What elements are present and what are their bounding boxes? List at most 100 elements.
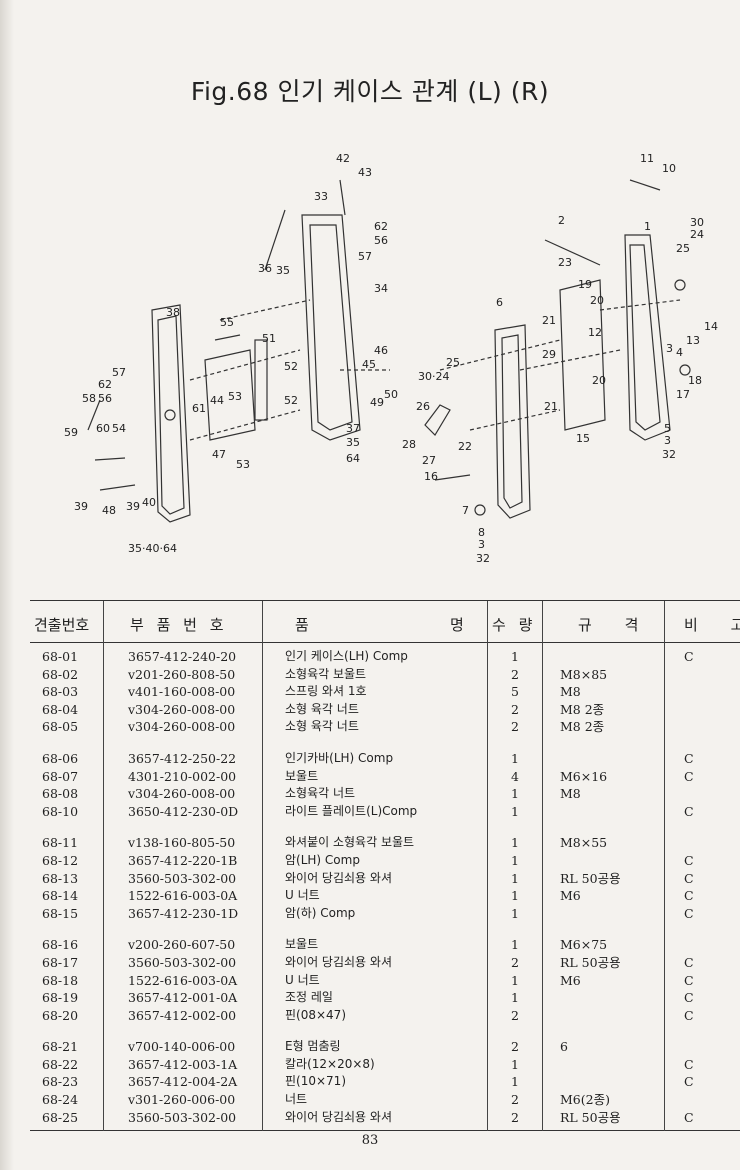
svg-text:53: 53 <box>228 390 242 403</box>
svg-text:47: 47 <box>212 448 226 461</box>
svg-text:26: 26 <box>416 400 430 413</box>
cell-no: 68-17 <box>42 954 79 970</box>
svg-text:4: 4 <box>676 346 683 359</box>
cell-spec: M6 <box>560 888 581 904</box>
cell-part-number: 3657-412-003-1A <box>128 1056 238 1072</box>
svg-text:52: 52 <box>284 360 298 373</box>
svg-text:40: 40 <box>142 496 156 509</box>
cell-spec: M8 <box>560 786 581 802</box>
cell-no: 68-12 <box>42 852 79 868</box>
svg-text:25: 25 <box>446 356 460 369</box>
cell-note: C <box>684 972 694 988</box>
svg-text:27: 27 <box>422 454 436 467</box>
header-name: 품 <box>295 616 309 634</box>
cell-quantity: 2 <box>511 1007 519 1023</box>
svg-text:57: 57 <box>112 366 126 379</box>
cell-part-number: 3657-412-004-2A <box>128 1074 238 1090</box>
cell-part-number: 3650-412-230-0D <box>128 803 239 819</box>
cell-part-name: U 너트 <box>285 972 320 987</box>
cell-part-name: 보울트 <box>285 937 319 952</box>
cell-no: 68-05 <box>42 719 79 735</box>
svg-text:35: 35 <box>276 264 290 277</box>
cell-part-name: 암(하) Comp <box>285 905 356 920</box>
svg-text:25: 25 <box>676 242 690 255</box>
svg-text:44: 44 <box>210 394 224 407</box>
svg-text:2: 2 <box>558 214 565 227</box>
svg-text:49: 49 <box>370 396 384 409</box>
cell-spec: M6 <box>560 972 581 988</box>
cell-spec: M8 <box>560 684 581 700</box>
svg-text:19: 19 <box>578 278 592 291</box>
cell-part-number: v301-260-006-00 <box>128 1092 236 1108</box>
svg-text:3: 3 <box>666 342 673 355</box>
header-part: 부 품 번 호 <box>130 616 228 634</box>
cell-no: 68-13 <box>42 870 79 886</box>
cell-part-name: 라이트 플레이트(L)Comp <box>285 803 418 818</box>
svg-text:46: 46 <box>374 344 388 357</box>
svg-text:28: 28 <box>402 438 416 451</box>
cell-quantity: 1 <box>511 750 519 766</box>
cell-spec: M6×75 <box>560 937 608 953</box>
cell-spec: RL 50공용 <box>560 1109 621 1125</box>
cell-note: C <box>684 803 694 819</box>
table-header: 견출번호 부 품 번 호 품 명 수 량 규 격 비 고 <box>30 603 740 643</box>
svg-text:24: 24 <box>690 228 704 241</box>
cell-part-name: 와이어 당김쇠용 와셔 <box>285 1109 392 1124</box>
cell-quantity: 1 <box>511 1074 519 1090</box>
svg-text:35·40·64: 35·40·64 <box>128 542 177 555</box>
svg-text:22: 22 <box>458 440 472 453</box>
svg-text:56: 56 <box>98 392 112 405</box>
cell-quantity: 4 <box>511 768 519 784</box>
svg-text:64: 64 <box>346 452 360 465</box>
cell-no: 68-16 <box>42 937 79 953</box>
cell-part-name: 와이어 당김쇠용 와셔 <box>285 954 392 969</box>
cell-part-number: 3560-503-302-00 <box>128 870 237 886</box>
svg-text:60: 60 <box>96 422 110 435</box>
svg-text:55: 55 <box>220 316 234 329</box>
cell-quantity: 1 <box>511 888 519 904</box>
column-divider <box>103 601 104 1131</box>
cell-part-number: 3657-412-240-20 <box>128 649 237 664</box>
header-qty: 수 량 <box>492 616 537 634</box>
svg-text:17: 17 <box>676 388 690 401</box>
cell-quantity: 1 <box>511 852 519 868</box>
cell-quantity: 1 <box>511 803 519 819</box>
cell-no: 68-11 <box>42 835 79 851</box>
cell-no: 68-07 <box>42 768 79 784</box>
cell-spec: M6(2종) <box>560 1092 610 1108</box>
cell-no: 68-03 <box>42 684 79 700</box>
svg-text:33: 33 <box>314 190 328 203</box>
cell-quantity: 1 <box>511 905 519 921</box>
header-no: 견출번호 <box>34 616 90 634</box>
header-spec: 규 격 <box>578 616 653 634</box>
cell-quantity: 2 <box>511 1039 519 1055</box>
cell-no: 68-24 <box>42 1092 79 1108</box>
cell-part-name: 인기카바(LH) Comp <box>285 750 394 765</box>
column-divider <box>542 601 543 1131</box>
cell-part-number: v201-260-808-50 <box>128 666 236 682</box>
cell-quantity: 2 <box>511 666 519 682</box>
svg-text:1: 1 <box>644 220 651 233</box>
cell-part-name: 소형육각 보울트 <box>285 666 367 681</box>
cell-part-name: 와이어 당김쇠용 와셔 <box>285 870 392 885</box>
cell-part-name: 암(LH) Comp <box>285 852 360 867</box>
svg-text:18: 18 <box>688 374 702 387</box>
cell-no: 68-02 <box>42 666 79 682</box>
cell-part-name: 스프링 와셔 1호 <box>285 684 367 699</box>
